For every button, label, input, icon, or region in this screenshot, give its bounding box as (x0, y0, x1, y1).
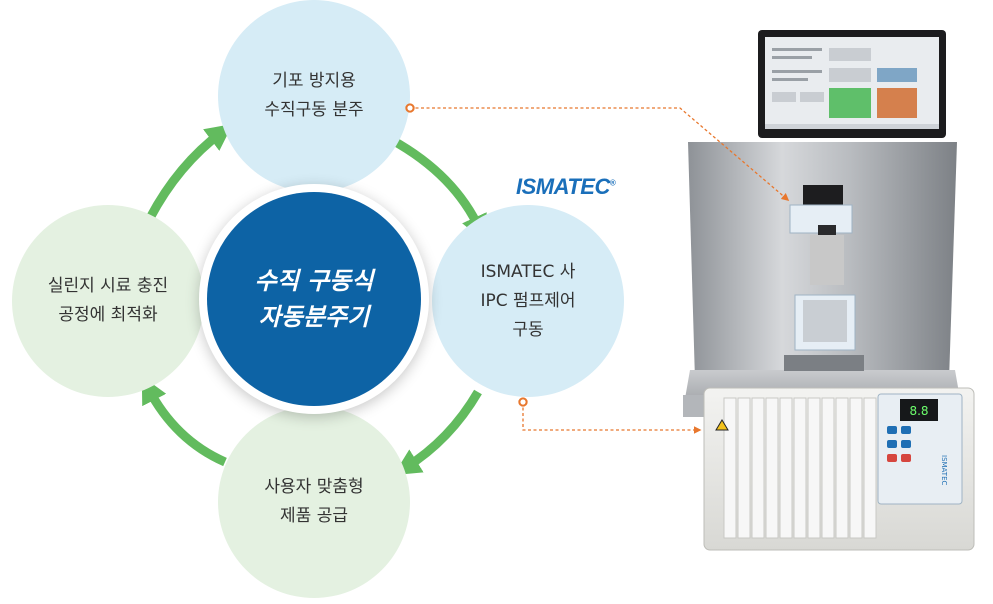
node-bottom-line2: 제품 공급 (280, 506, 348, 526)
center-title-line1: 수직 구동식 (254, 267, 374, 295)
node-custom-product-supply: 사용자 맞춤형 제품 공급 (218, 406, 410, 598)
center-title-line2: 자동분주기 (258, 303, 370, 331)
node-right-line2: IPC 펌프제어 (480, 290, 576, 311)
node-syringe-filling-optimized: 실린지 시료 충진 공정에 최적화 (12, 205, 204, 397)
peristaltic-pump: 8.8 ISMATEC (703, 387, 975, 551)
tablet (758, 30, 946, 138)
device-brand-label: ISMATEC (940, 455, 948, 485)
node-right-line3: 구동 (512, 319, 544, 340)
node-right-line1: ISMATEC 사 (480, 261, 576, 282)
node-left-line1: 실린지 시료 충진 (47, 276, 169, 296)
arrow-bottom-to-left-icon (141, 376, 227, 467)
svg-text:8.8: 8.8 (909, 404, 928, 418)
node-top-line1: 기포 방지용 (272, 71, 356, 91)
node-ismatec-pump-control: ISMATEC 사 IPC 펌프제어 구동 (432, 205, 624, 397)
connector-top (405, 103, 790, 202)
node-left-line2: 공정에 최적화 (58, 305, 158, 325)
vertical-actuator (784, 185, 864, 371)
connector-right (518, 397, 702, 434)
warning-triangle-icon (715, 419, 729, 431)
arrow-left-to-top-icon (146, 123, 233, 221)
arrow-right-to-bottom-icon (393, 389, 482, 476)
node-bubble-free-dispensing: 기포 방지용 수직구동 분주 (218, 0, 410, 192)
center-circle: 수직 구동식 자동분주기 (207, 192, 421, 406)
node-top-line2: 수직구동 분주 (264, 100, 364, 120)
node-bottom-line1: 사용자 맞춤형 (264, 477, 364, 497)
